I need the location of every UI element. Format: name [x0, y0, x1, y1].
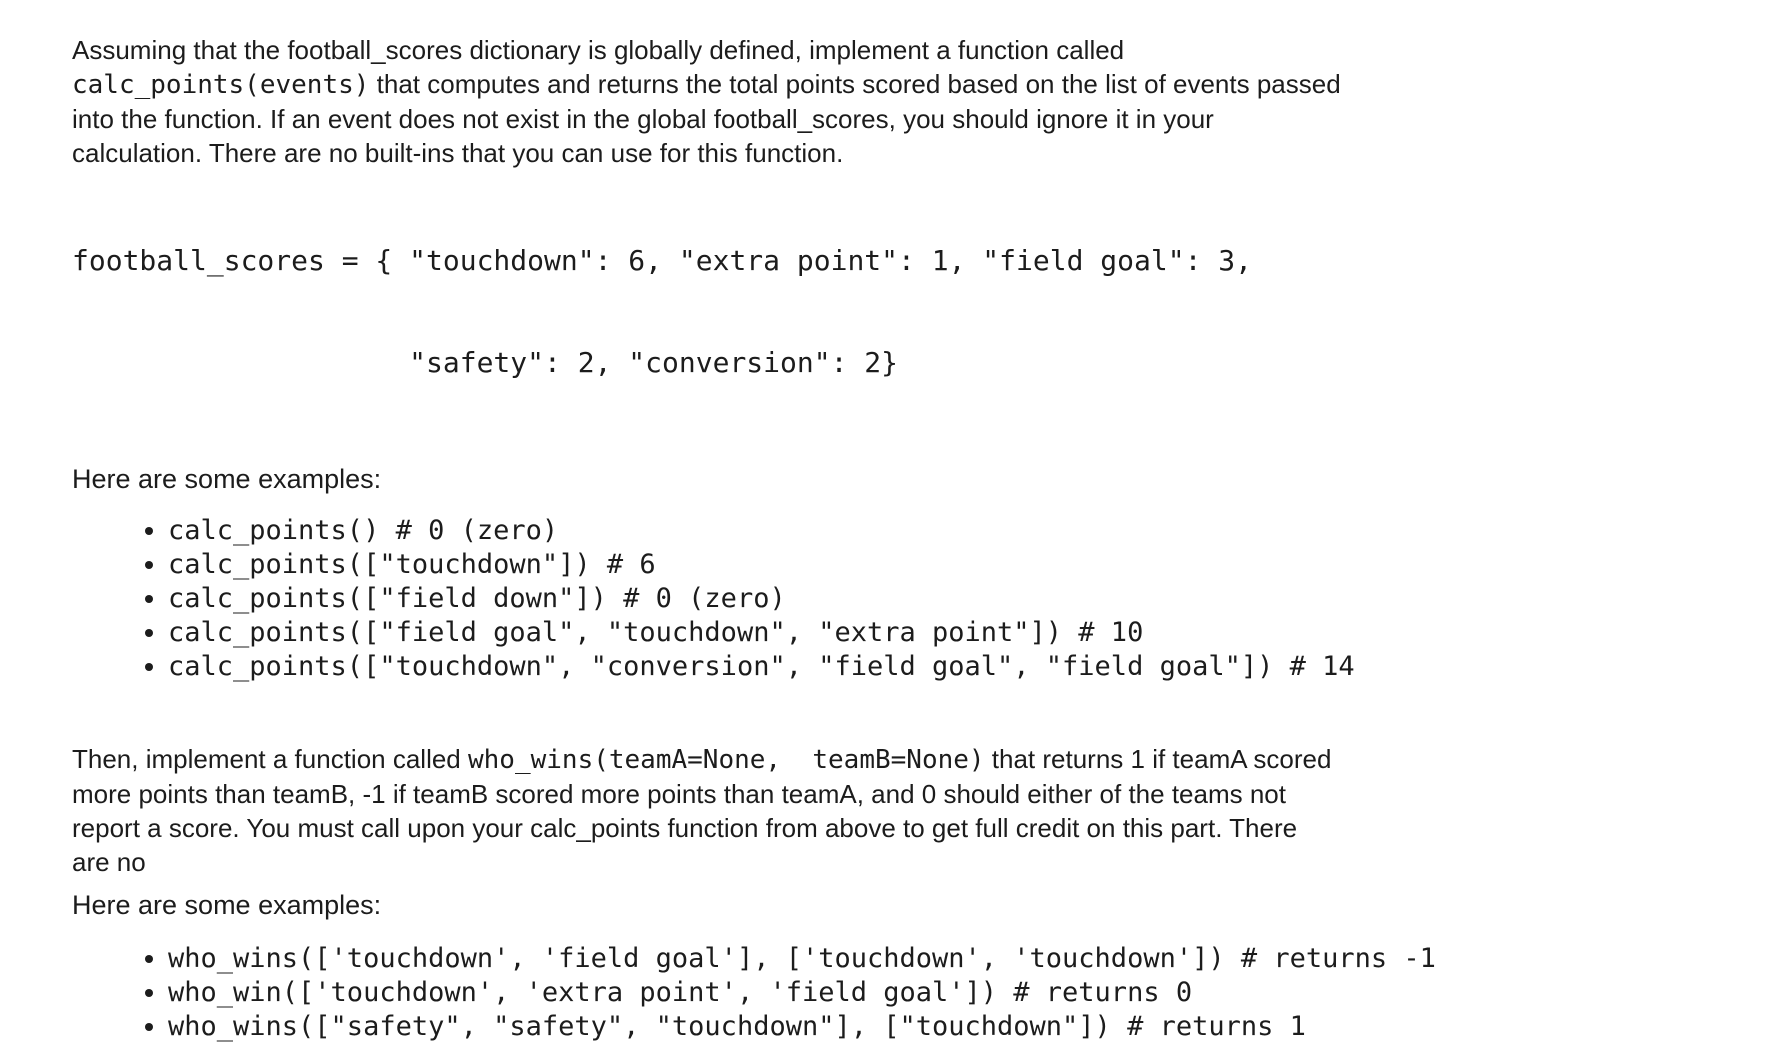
example-item: calc_points() # 0 (zero) — [168, 514, 1712, 548]
code-line: football_scores = { "touchdown": 6, "ext… — [72, 244, 1253, 277]
example-item: who_wins(['touchdown', 'field goal'], ['… — [168, 942, 1712, 976]
paragraph-line: are no — [72, 845, 1712, 879]
example-item: calc_points(["field goal", "touchdown", … — [168, 616, 1712, 650]
part2-line2-text: more points than teamB, -1 if teamB scor… — [72, 779, 1286, 809]
who-wins-examples-list: who_wins(['touchdown', 'field goal'], ['… — [72, 942, 1712, 1044]
who-wins-signature-inline-code: who_wins(teamA=None, teamB=None) — [468, 745, 985, 775]
paragraph-line: more points than teamB, -1 if teamB scor… — [72, 777, 1712, 811]
paragraph-line: Assuming that the football_scores dictio… — [72, 33, 1712, 67]
paragraph-line: Then, implement a function called who_wi… — [72, 742, 1712, 777]
who-wins-paragraph: Then, implement a function called who_wi… — [72, 742, 1712, 879]
intro-line3-text: into the function. If an event does not … — [72, 104, 1214, 134]
intro-line1-text: Assuming that the football_scores dictio… — [72, 35, 1125, 65]
intro-line2-text: that computes and returns the total poin… — [369, 69, 1341, 99]
calc-points-examples-list: calc_points() # 0 (zero) calc_points(["t… — [72, 514, 1712, 684]
example-item: who_wins(["safety", "safety", "touchdown… — [168, 1010, 1712, 1044]
part2-line1-rest: that returns 1 if teamA scored — [984, 744, 1332, 774]
code-line: "safety": 2, "conversion": 2} — [72, 346, 899, 379]
intro-paragraph: Assuming that the football_scores dictio… — [72, 33, 1712, 170]
paragraph-line: calculation. There are no built-ins that… — [72, 136, 1712, 170]
football-scores-code-block: football_scores = { "touchdown": 6, "ext… — [72, 176, 1712, 448]
example-item: who_win(['touchdown', 'extra point', 'fi… — [168, 976, 1712, 1010]
example-item: calc_points(["touchdown", "conversion", … — [168, 650, 1712, 684]
paragraph-line: into the function. If an event does not … — [72, 102, 1712, 136]
paragraph-line: report a score. You must call upon your … — [72, 811, 1712, 845]
part2-line3-text: report a score. You must call upon your … — [72, 813, 1298, 843]
part2-line4-text: are no — [72, 847, 146, 877]
examples-heading-1: Here are some examples: — [72, 464, 382, 494]
part2-line1-text: Then, implement a function called — [72, 744, 468, 774]
calc-points-signature-inline-code: calc_points(events) — [72, 70, 370, 100]
intro-line4-text: calculation. There are no built-ins that… — [72, 138, 844, 168]
paragraph-line: calc_points(events) that computes and re… — [72, 67, 1712, 102]
examples-heading-2: Here are some examples: — [72, 890, 382, 920]
example-item: calc_points(["touchdown"]) # 6 — [168, 548, 1712, 582]
example-item: calc_points(["field down"]) # 0 (zero) — [168, 582, 1712, 616]
